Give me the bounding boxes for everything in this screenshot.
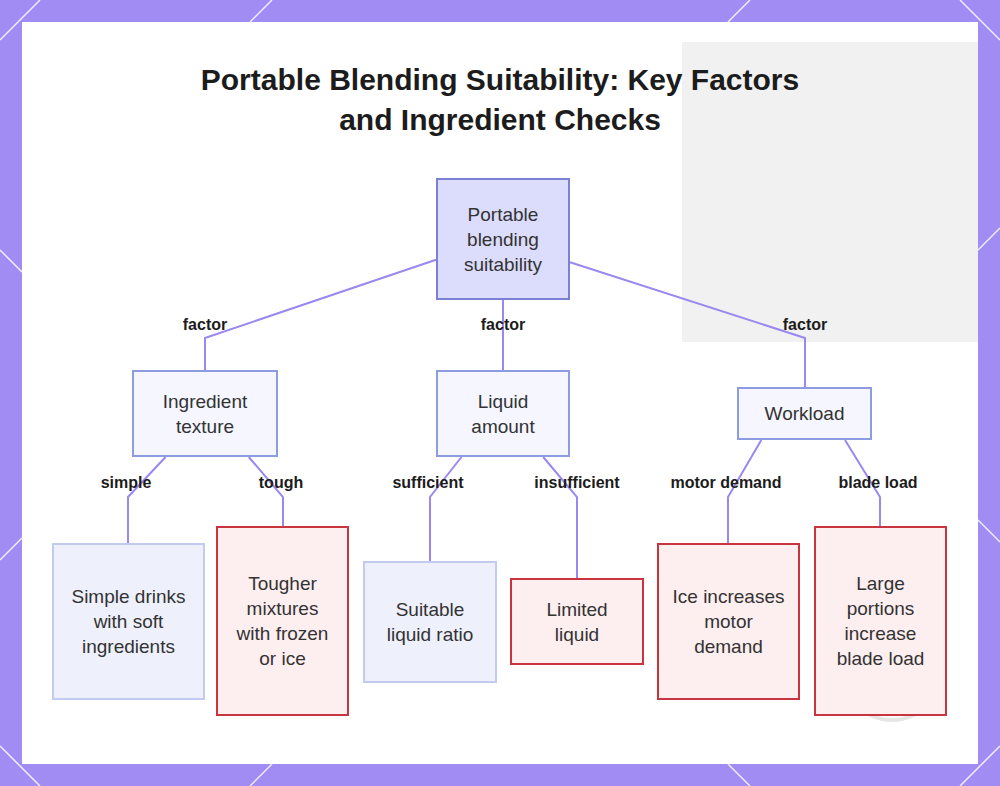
edge-label: motor demand (670, 474, 781, 492)
edge-label: factor (183, 316, 227, 334)
diagram-title: Portable Blending Suitability: Key Facto… (200, 60, 800, 140)
connector-line (728, 440, 761, 543)
node-content: Large portions increase blade load (828, 571, 933, 671)
node-content: Limited liquid (524, 597, 630, 647)
edge-label: tough (259, 474, 303, 492)
edge-label: sufficient (392, 474, 463, 492)
node-text: Suitable liquid ratio (377, 597, 483, 647)
node-content: Simple drinks with soft ingredients (66, 584, 191, 659)
node-content: Ice increases motor demand (671, 584, 786, 659)
process-box: Liquid amount (436, 370, 570, 457)
warning-box: Ice increases motor demand (657, 543, 800, 700)
warning-box: Large portions increase blade load (814, 526, 947, 716)
node-text: Liquid amount (450, 389, 556, 439)
node-text: Large portions increase blade load (828, 571, 933, 671)
node-content: Tougher mixtures with frozen or ice (230, 571, 335, 671)
process-box: Suitable liquid ratio (363, 561, 497, 683)
node-content: Workload (765, 401, 845, 426)
edge-label: factor (481, 316, 525, 334)
node-text: Simple drinks with soft ingredients (66, 584, 191, 659)
connector-line (205, 260, 436, 370)
node-text: Ice increases motor demand (671, 584, 786, 659)
process-box: Simple drinks with soft ingredients (52, 543, 205, 700)
connector-line (502, 300, 504, 370)
node-text: Portable blending suitability (450, 202, 556, 277)
node-content: Portable blending suitability (450, 202, 556, 277)
node-text: Limited liquid (524, 597, 630, 647)
node-content: Liquid amount (450, 389, 556, 439)
warning-box: Limited liquid (510, 578, 644, 665)
node-text: Ingredient texture (146, 389, 264, 439)
edge-label: insufficient (534, 474, 619, 492)
node-content: Ingredient texture (146, 389, 264, 439)
process-box: Ingredient texture (132, 370, 278, 457)
connector-line (128, 457, 166, 543)
node-text: Tougher mixtures with frozen or ice (230, 571, 335, 671)
edge-label: blade load (838, 474, 917, 492)
process-box: Portable blending suitability (436, 178, 570, 300)
connector-line (570, 262, 805, 387)
connector-line (249, 457, 283, 526)
process-box: Workload (737, 387, 872, 440)
warning-box: Tougher mixtures with frozen or ice (216, 526, 349, 716)
connector-line (430, 457, 461, 561)
edge-label: simple (101, 474, 152, 492)
node-content: Suitable liquid ratio (377, 597, 483, 647)
edge-label: factor (783, 316, 827, 334)
node-text: Workload (765, 401, 845, 426)
